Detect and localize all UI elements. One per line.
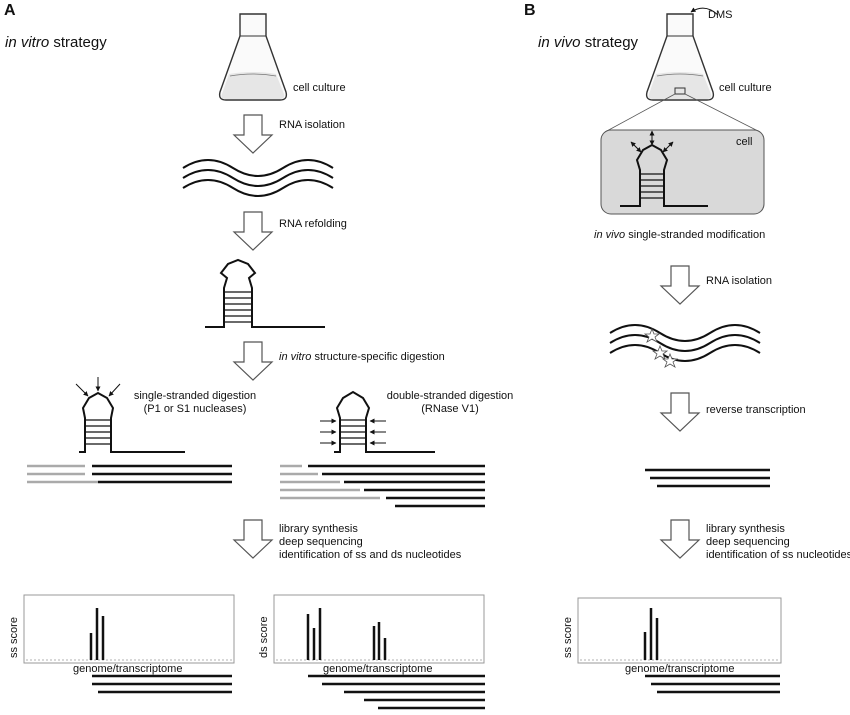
modification-stars [643,327,679,368]
ss-digestion-label: single-stranded digestion (P1 or S1 nucl… [130,390,260,416]
panel-letter-b: B [524,2,536,19]
seq-step-b-1: library synthesis [706,523,785,535]
plot1-ylabel: ss score [8,617,20,658]
ss-fragments [27,464,232,484]
plot-b-xlabel: genome/transcriptome [625,663,735,675]
step-digestion-a-rest: structure-specific digestion [311,351,445,363]
arrow-digestion-a [233,341,273,381]
plot-ds-fragments-a [308,674,485,710]
modification-label: in vivo single-stranded modification [594,229,765,242]
arrow-sequencing-b [660,519,700,559]
arrow-refolding-a [233,211,273,251]
flask-label-a: cell culture [293,82,346,94]
modification-italic: in vivo [594,229,626,241]
step-digestion-a: in vitro structure-specific digestion [279,351,445,364]
seq-step-b-3: identification of ss nucleotides [706,549,850,561]
plot2-xlabel: genome/transcriptome [323,663,433,675]
modification-rest: single-stranded modification [625,229,766,241]
flask-label-b: cell culture [719,82,772,94]
ss-digestion-line1: single-stranded digestion [133,390,257,402]
plot-ss-fragments-a [92,674,232,694]
flask-b [645,13,715,101]
rna-hairpin-a [205,258,325,328]
step-rt-b: reverse transcription [706,404,806,416]
step-refolding-a: RNA refolding [279,218,347,230]
panel-letter-a: A [4,2,16,19]
seq-step-a-3: identification of ss and ds nucleotides [279,549,462,561]
plot1-xlabel: genome/transcriptome [73,663,183,675]
plot-ss-score-b [577,597,782,664]
arrow-rna-isolation-a [233,114,273,154]
arrow-sequencing-a [233,519,273,559]
seq-step-a-1: library synthesis [279,523,358,535]
sequencing-steps-a: library synthesis deep sequencing identi… [279,523,461,562]
seq-step-a-2: deep sequencing [279,536,363,548]
plot2-ylabel: ds score [258,616,270,658]
ds-digestion-line2: (RNase V1) [421,403,479,415]
strategy-title-b-italic: in vivo [538,34,581,51]
plot-b-ylabel: ss score [562,617,574,658]
rna-strands-b [609,324,761,362]
ds-digestion-hairpin [320,390,435,453]
arrow-rna-isolation-b [660,265,700,305]
strategy-title-b: in vivo strategy [538,34,638,51]
sequencing-steps-b: library synthesis deep sequencing identi… [706,523,850,562]
cell-label: cell [736,136,753,148]
ds-fragments [280,464,485,508]
strategy-title-b-rest: strategy [580,34,639,51]
ds-digestion-label: double-stranded digestion (RNase V1) [385,390,515,416]
step-digestion-a-italic: in vitro [279,351,312,363]
plot-ds-score-a [273,594,485,664]
flask-a [218,13,288,101]
step-rna-isolation-a: RNA isolation [279,119,346,131]
arrow-rt-b [660,392,700,432]
cdna-strands-b [645,468,770,488]
cell-box [600,129,765,215]
rna-strands-a [182,159,334,197]
step-rna-isolation-b: RNA isolation [706,275,773,287]
plot-ss-fragments-b [645,674,780,694]
strategy-title-a: in vitro strategy [5,34,107,51]
ss-digestion-hairpin [75,377,185,453]
ss-digestion-line2: (P1 or S1 nucleases) [143,403,247,415]
strategy-title-a-rest: strategy [49,34,107,51]
dms-arrow [690,7,719,16]
ds-digestion-line1: double-stranded digestion [386,390,514,402]
plot-ss-score-a [23,594,235,664]
strategy-title-a-italic: in vitro [5,34,50,51]
dms-label: DMS [708,9,733,21]
zoom-lines [604,93,761,133]
seq-step-b-2: deep sequencing [706,536,790,548]
